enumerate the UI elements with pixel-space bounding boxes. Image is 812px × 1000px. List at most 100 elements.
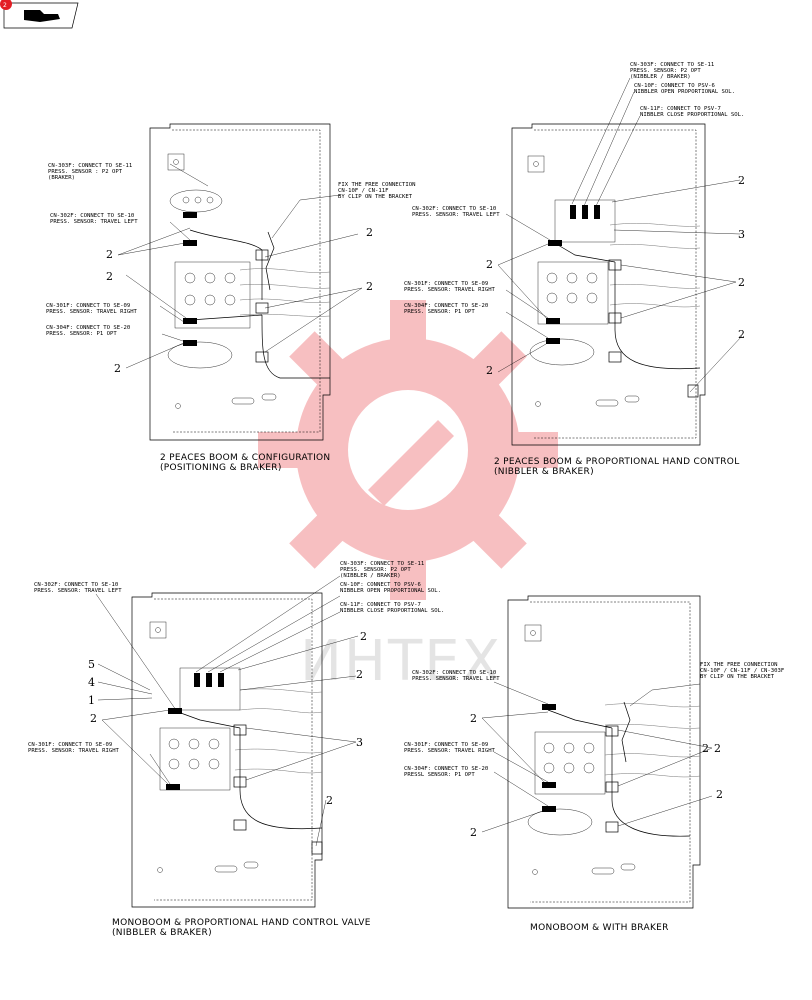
callout-number: 2 (366, 280, 373, 293)
mounting-plate (149, 123, 331, 441)
leader-lines (95, 575, 341, 785)
callout-number: 2 (738, 174, 745, 187)
harness-wire (557, 244, 701, 370)
callout-number: 2 (106, 270, 113, 283)
mounting-slot (527, 155, 545, 173)
mounting-slot (524, 624, 542, 642)
mounting-plate (131, 592, 323, 908)
free-connector-clip (265, 231, 275, 291)
callout-number: 2 (366, 226, 373, 239)
callout-number: 2 (702, 742, 709, 755)
hose-bundle (609, 223, 701, 308)
callout-number: 2 (738, 276, 745, 289)
hose-bundle (604, 703, 701, 778)
plate-inner-outline (534, 129, 697, 439)
leader-free-connection (271, 194, 341, 239)
callout-number: 2 (486, 258, 493, 271)
leader-numbers (117, 227, 363, 369)
watermark-text: ИНТЕХ (300, 629, 502, 694)
callout-number: 2 (470, 826, 477, 839)
plate-inner-outline (154, 598, 313, 901)
free-connector-clip (621, 701, 631, 763)
leader-numbers (497, 179, 743, 393)
harness-wire (177, 711, 323, 830)
harness-wire (547, 709, 691, 837)
corner-dot-icon (0, 0, 12, 10)
watermark-gear-icon (258, 300, 558, 600)
valve-block (537, 261, 609, 325)
callout-number: 5 (88, 658, 95, 671)
proportional-valve-block (554, 199, 616, 243)
caption-bottom-left: MONOBOOM & PROPORTIONAL HAND CONTROL VAL… (112, 918, 371, 938)
connector (255, 302, 269, 314)
connector (233, 724, 247, 736)
mounting-plate (511, 123, 706, 446)
connector (605, 725, 619, 737)
callout-number: 2 (90, 712, 97, 725)
connector (605, 781, 619, 793)
leader-lines (493, 681, 701, 807)
valve-block (174, 261, 251, 329)
caption-top-right: 2 PEACES BOOM & PROPORTIONAL HAND CONTRO… (494, 457, 740, 477)
callout-number: 2 (470, 712, 477, 725)
corner-badge-number: 2 (3, 2, 7, 9)
callout-number: 1 (88, 694, 95, 707)
sensor-block-lower (527, 808, 593, 836)
harness-wire (189, 229, 330, 379)
excavator-logo-icon (24, 10, 60, 22)
connector (608, 351, 622, 363)
badge-frame (3, 2, 79, 29)
mounting-plate (507, 595, 701, 909)
callout-number: 2 (714, 742, 721, 755)
callout-number: 2 (114, 362, 121, 375)
callout-number: 3 (738, 228, 745, 241)
callout-number: 2 (106, 248, 113, 261)
leader-lines (505, 77, 641, 339)
leader-lines (159, 163, 209, 343)
sensor-block-lower (167, 341, 233, 369)
hose-bundle (234, 688, 323, 774)
callout-number: 2 (716, 788, 723, 801)
connector (255, 249, 269, 261)
plate-inner-outline (530, 601, 691, 903)
mounting-slot (149, 621, 167, 639)
valve-block (159, 727, 231, 791)
connector-end (687, 384, 699, 398)
mounting-slot (167, 153, 185, 171)
connector (255, 351, 269, 363)
callout-number: 2 (738, 328, 745, 341)
callout-number: 2 (356, 668, 363, 681)
connector-end (311, 841, 323, 855)
sensor-block (169, 189, 223, 213)
connector (233, 819, 247, 831)
callout-number: 3 (356, 736, 363, 749)
proportional-valve-block (179, 667, 241, 711)
plate-inner-outline (172, 129, 321, 433)
caption-top-left: 2 PEACES BOOM & CONFIGURATION(POSITIONIN… (160, 453, 330, 473)
leader-numbers (97, 635, 359, 847)
corner-badge: 2 (0, 0, 79, 29)
valve-block (534, 731, 606, 795)
callout-number: 2 (486, 364, 493, 377)
